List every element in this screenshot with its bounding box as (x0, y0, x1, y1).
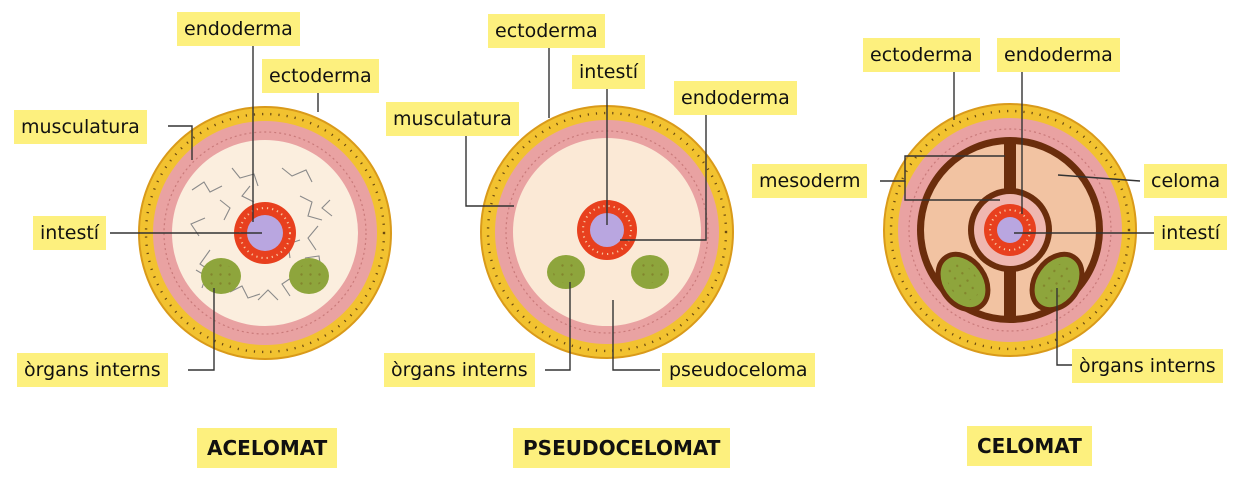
leader-celomat-celoma (1057, 174, 1141, 182)
label-pseudocelomat-intesti: intestí (572, 55, 646, 89)
label-acelomat-intesti: intestí (33, 216, 107, 250)
celomat-ectoderm-dots (889, 109, 1131, 351)
leader-celomat-organs (1056, 288, 1072, 366)
leader-acelomat-musculatura (168, 125, 193, 160)
label-pseudocelomat-musculatura: musculatura (386, 102, 519, 136)
leader-lines (110, 43, 1154, 371)
celomat-cross-section (883, 103, 1137, 357)
pseudocelomat-gut-dots (582, 205, 632, 255)
leader-celomat-mesoderm-inner (904, 181, 1000, 201)
label-acelomat-organs-interns: òrgans interns (17, 353, 168, 387)
label-acelomat-ectoderma: ectoderma (262, 59, 379, 93)
pseudocelomat-gut-lumen (590, 213, 624, 247)
label-pseudocelomat-organs-interns: òrgans interns (384, 353, 535, 387)
label-acelomat-endoderma: endoderma (177, 12, 300, 46)
celomat-gut-lumen (997, 217, 1023, 243)
leader-acelomat-organs (188, 288, 215, 371)
pseudocelomat-ectoderm-dots (486, 111, 728, 353)
label-celomat-endoderma: endoderma (997, 38, 1120, 72)
acelomat-gut-lumen (247, 215, 283, 251)
label-acelomat-musculatura: musculatura (14, 110, 147, 144)
acelomat-cross-section (138, 106, 392, 360)
label-celomat-ectoderma: ectoderma (863, 38, 980, 72)
label-pseudocelomat-endoderma: endoderma (674, 81, 797, 115)
label-celomat-intesti: intestí (1154, 216, 1228, 250)
label-celomat-organs-interns: òrgans interns (1072, 349, 1223, 383)
pseudocelomat-cross-section (480, 105, 734, 359)
label-pseudocelomat-ectoderma: ectoderma (488, 14, 605, 48)
label-celomat-mesoderm: mesoderm (752, 164, 868, 198)
title-pseudocelomat: PSEUDOCELOMAT (513, 428, 731, 468)
leader-pseudocelomat-endoderma (620, 112, 707, 241)
acelomat-ectoderm-dots (144, 112, 386, 354)
label-celomat-celoma: celoma (1144, 164, 1228, 198)
celomat-gut-dots (989, 209, 1031, 251)
leader-celomat-mesoderm (880, 155, 1005, 182)
leader-pseudocelomat-organs (545, 282, 571, 371)
title-acelomat: ACELOMAT (197, 428, 338, 468)
leader-pseudocelomat-pseudoceloma (612, 300, 660, 371)
label-pseudocelomat-pseudoceloma: pseudoceloma (662, 353, 815, 387)
celomat-musculature-texture (908, 128, 1112, 332)
title-celomat: CELOMAT (967, 426, 1092, 466)
leader-pseudocelomat-musculatura (465, 132, 514, 207)
